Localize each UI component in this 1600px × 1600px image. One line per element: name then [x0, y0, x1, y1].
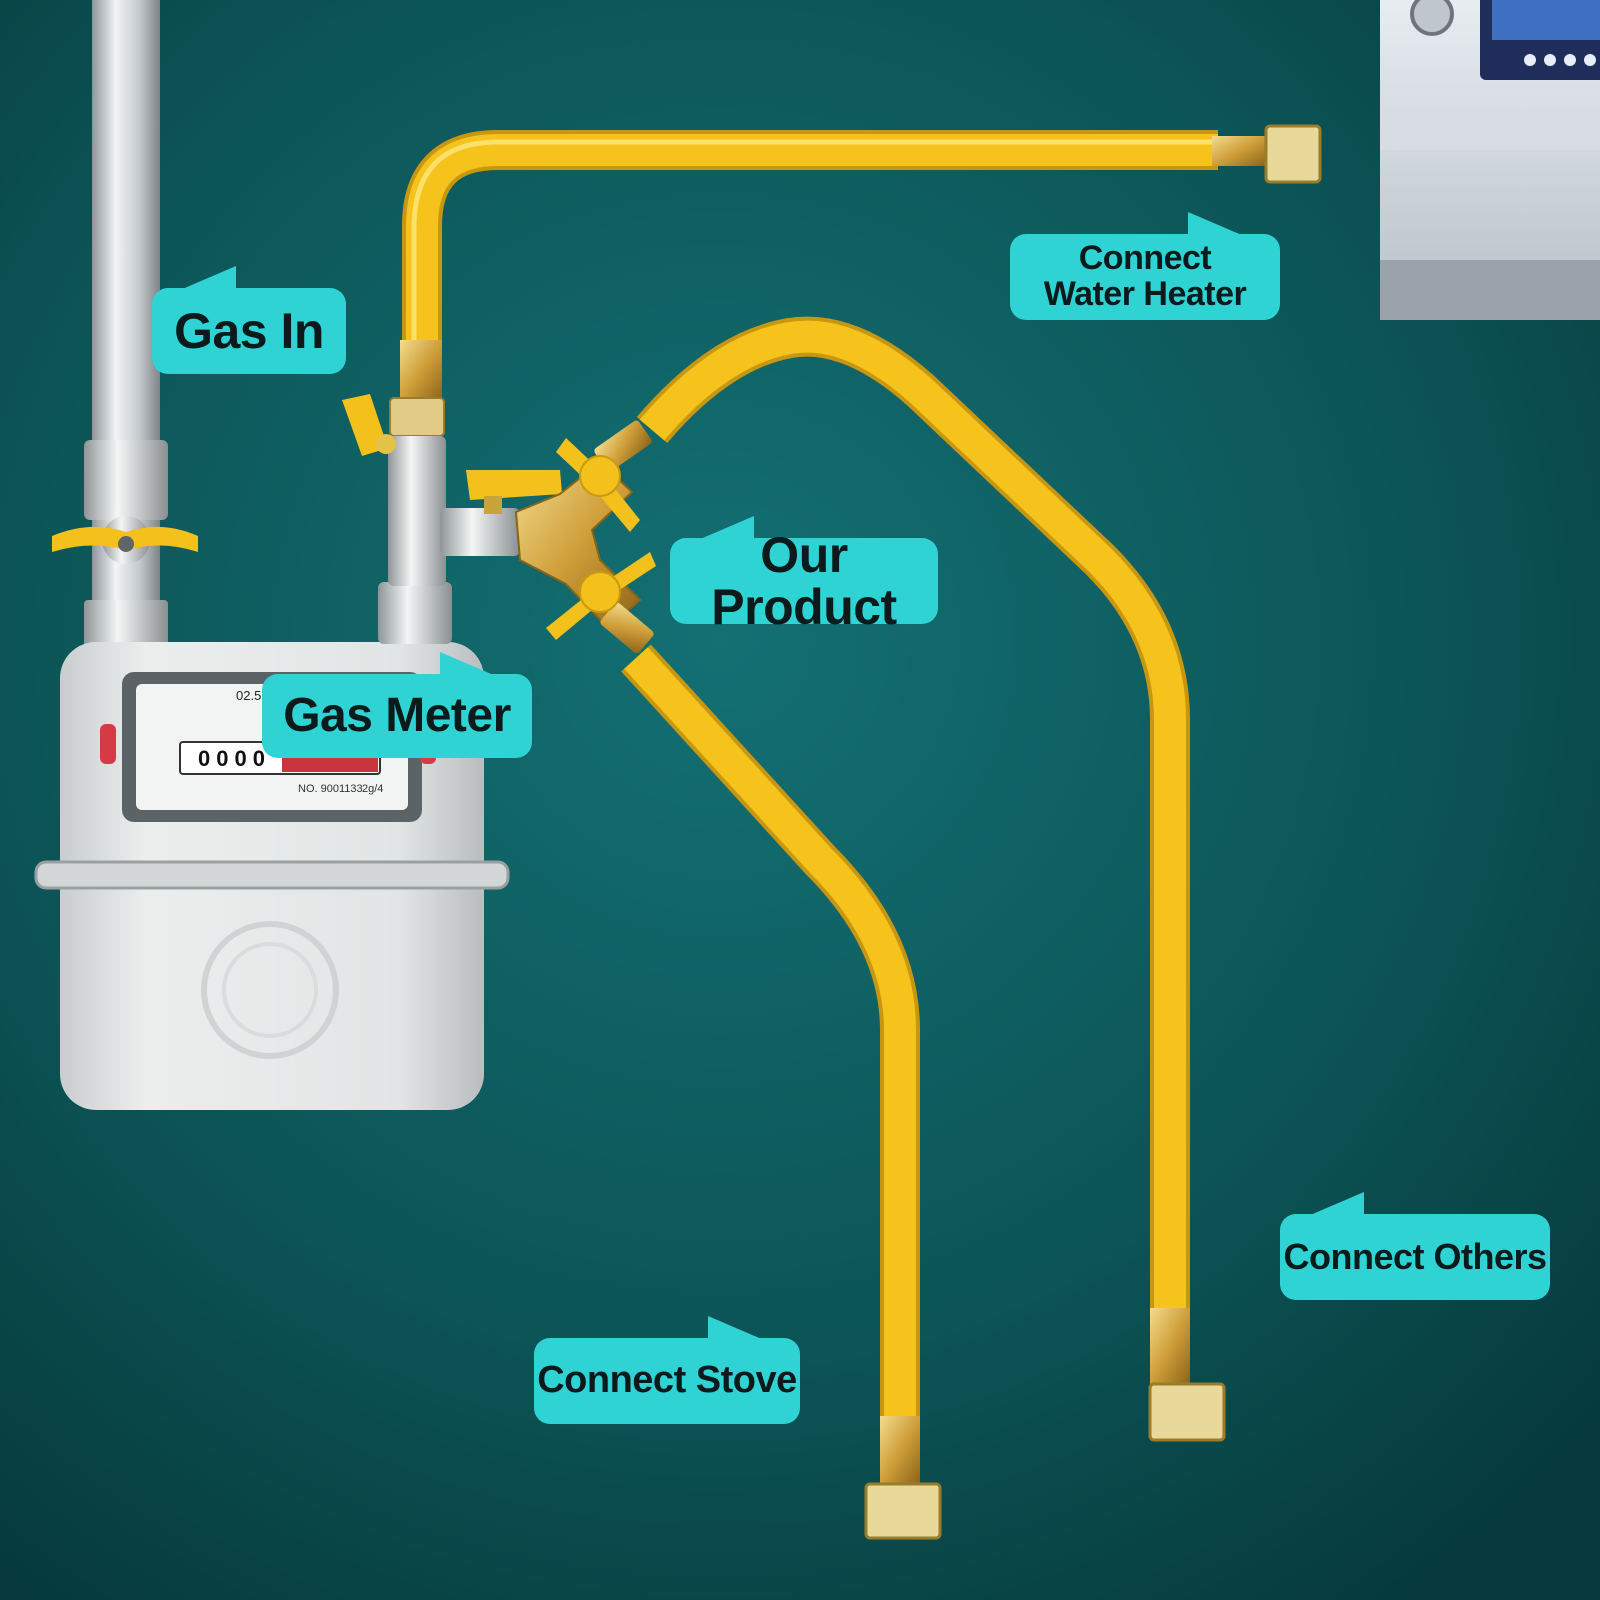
label-gas-in-text: Gas In — [174, 302, 324, 359]
label-gas-in: Gas In — [152, 266, 346, 374]
gas-inlet-pipe — [84, 0, 168, 650]
inlet-ball-valve-icon — [52, 516, 198, 564]
meter-top-code: 02.5 — [236, 688, 261, 703]
hose-connect-others — [636, 316, 1190, 1318]
label-connect-water-heater-line1: Connect — [1078, 239, 1212, 278]
gas-meter: 02.5 0000 NO. 9001133 2g/4 — [34, 582, 510, 1110]
label-connect-water-heater-line2: Water Heater — [1043, 275, 1247, 313]
meter-serial: NO. 9001133 — [298, 783, 363, 795]
water-heater-icon — [1380, 0, 1600, 320]
label-connect-stove-text: Connect Stove — [537, 1359, 797, 1402]
tee-fitting — [388, 340, 520, 586]
meter-model: 2g/4 — [362, 783, 383, 795]
label-connect-water-heater: Connect Water Heater — [1010, 212, 1280, 320]
label-connect-others-text: Connect Others — [1283, 1236, 1547, 1278]
meter-counter: 0000 — [198, 746, 271, 771]
label-connect-others: Connect Others — [1280, 1192, 1550, 1300]
side-ball-valve-icon — [466, 470, 562, 514]
y-splitter-icon — [514, 420, 656, 654]
hose-water-heater — [402, 130, 1218, 346]
label-gas-meter-text: Gas Meter — [283, 688, 511, 742]
label-gas-meter: Gas Meter — [262, 652, 532, 758]
upper-ball-valve-icon — [342, 394, 396, 456]
hose-nut-icon — [864, 124, 1322, 1540]
label-our-product-text: Our Product — [711, 526, 897, 635]
hose-connect-stove — [621, 644, 920, 1428]
label-connect-stove: Connect Stove — [534, 1316, 800, 1424]
label-our-product: Our Product — [670, 516, 938, 633]
